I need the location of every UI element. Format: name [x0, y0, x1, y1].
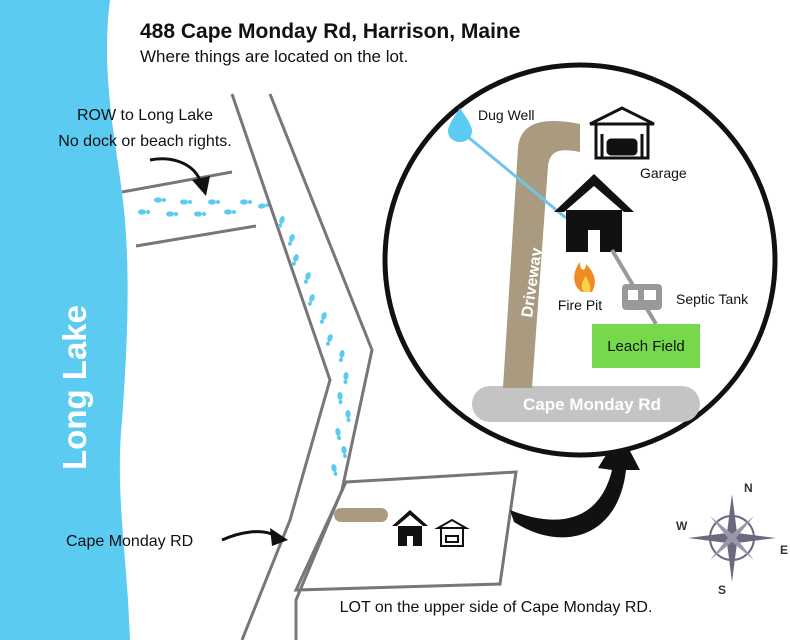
long-lake-water — [0, 0, 130, 640]
house-icon — [554, 174, 634, 252]
fire-icon — [574, 262, 595, 292]
detail-road-band — [472, 386, 700, 422]
leach-field — [592, 324, 700, 368]
curved-arrow-icon — [510, 432, 640, 538]
compass-rose-icon — [688, 494, 776, 582]
lot-caption: LOT on the upper side of Cape Monday RD. — [340, 599, 653, 616]
road-pointer-arrowhead — [270, 528, 288, 546]
compass-s: S — [718, 583, 726, 597]
lot-boundary — [293, 470, 518, 592]
leach-field-label: Leach Field — [607, 338, 685, 355]
road-pointer-arrow — [221, 530, 277, 542]
map-subtitle: Where things are located on the lot. — [140, 47, 408, 66]
row-strip — [121, 170, 257, 248]
compass-n: N — [744, 481, 753, 495]
septic-tank-icon — [622, 284, 662, 310]
lot-garage-icon — [434, 518, 470, 547]
compass-w: W — [676, 519, 688, 533]
long-lake-label: Long Lake — [56, 305, 93, 470]
detail-driveway — [503, 121, 580, 388]
row-pointer-arrowhead — [192, 176, 210, 196]
water-drop-icon — [448, 108, 472, 142]
garage-label: Garage — [640, 165, 687, 181]
road-pointer-label: Cape Monday RD — [66, 533, 193, 550]
fire-pit-label: Fire Pit — [558, 297, 602, 313]
garage-icon — [589, 106, 655, 160]
row-note-line-2: No dock or beach rights. — [58, 133, 231, 150]
footprints-icon — [138, 197, 271, 217]
map-title: 488 Cape Monday Rd, Harrison, Maine — [140, 20, 520, 43]
row-note-line-1: ROW to Long Lake — [77, 107, 213, 124]
lot-house-icon — [392, 510, 428, 546]
lot-driveway — [334, 508, 388, 522]
detail-road-label: Cape Monday Rd — [523, 395, 661, 414]
water-line — [461, 130, 567, 220]
compass-e: E — [780, 543, 788, 557]
main-road-lines — [230, 93, 374, 640]
septic-tank-label: Septic Tank — [676, 291, 749, 307]
row-pointer-arrow — [149, 157, 202, 181]
dug-well-label: Dug Well — [478, 107, 535, 123]
